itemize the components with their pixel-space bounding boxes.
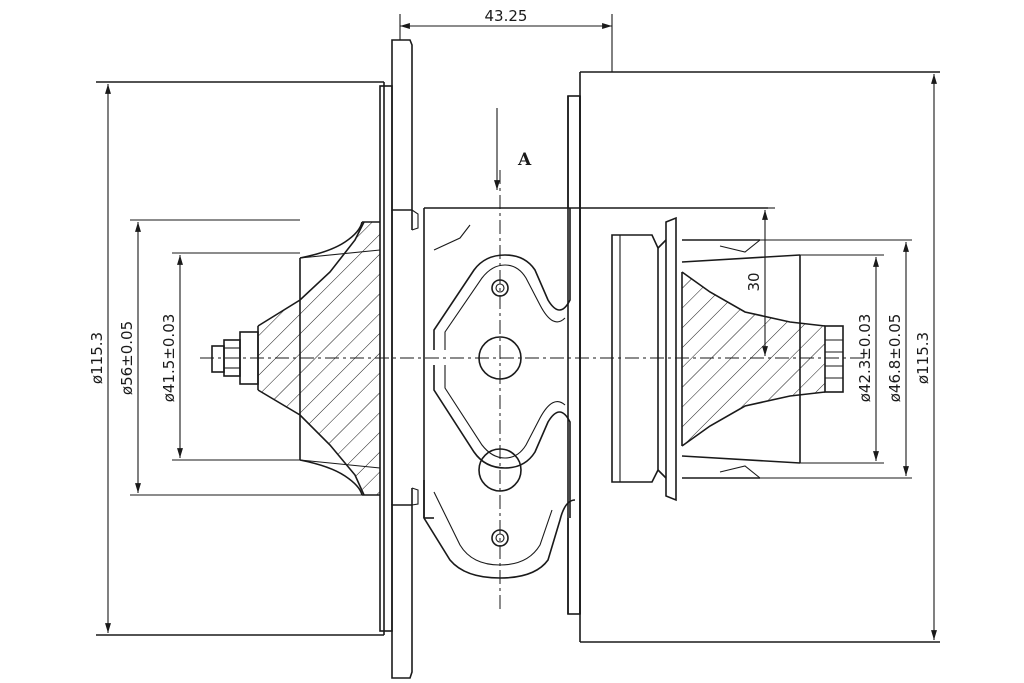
dim-right-wheel-diameter: ø46.8±0.05: [886, 314, 904, 403]
centerlines: [200, 170, 870, 610]
view-label-a: A: [517, 150, 532, 170]
bearing-housing: [423, 72, 768, 642]
dim-left-outer-diameter: ø115.3: [88, 332, 106, 384]
compressor-section: [96, 39, 419, 679]
dim-left-bore-diameter: ø41.5±0.03: [160, 314, 178, 403]
dim-left-wheel-diameter: ø56±0.05: [118, 321, 136, 395]
dim-right-height: 30: [745, 272, 763, 291]
dimension-labels: 43.25 ø115.3 ø56±0.05 ø41.5±0.03 30 ø42.…: [88, 7, 932, 402]
dimension-lines: [105, 14, 937, 640]
dim-top-width: 43.25: [485, 7, 528, 25]
dim-right-outer-diameter: ø115.3: [914, 332, 932, 384]
dim-right-bore-diameter: ø42.3±0.03: [856, 314, 874, 403]
